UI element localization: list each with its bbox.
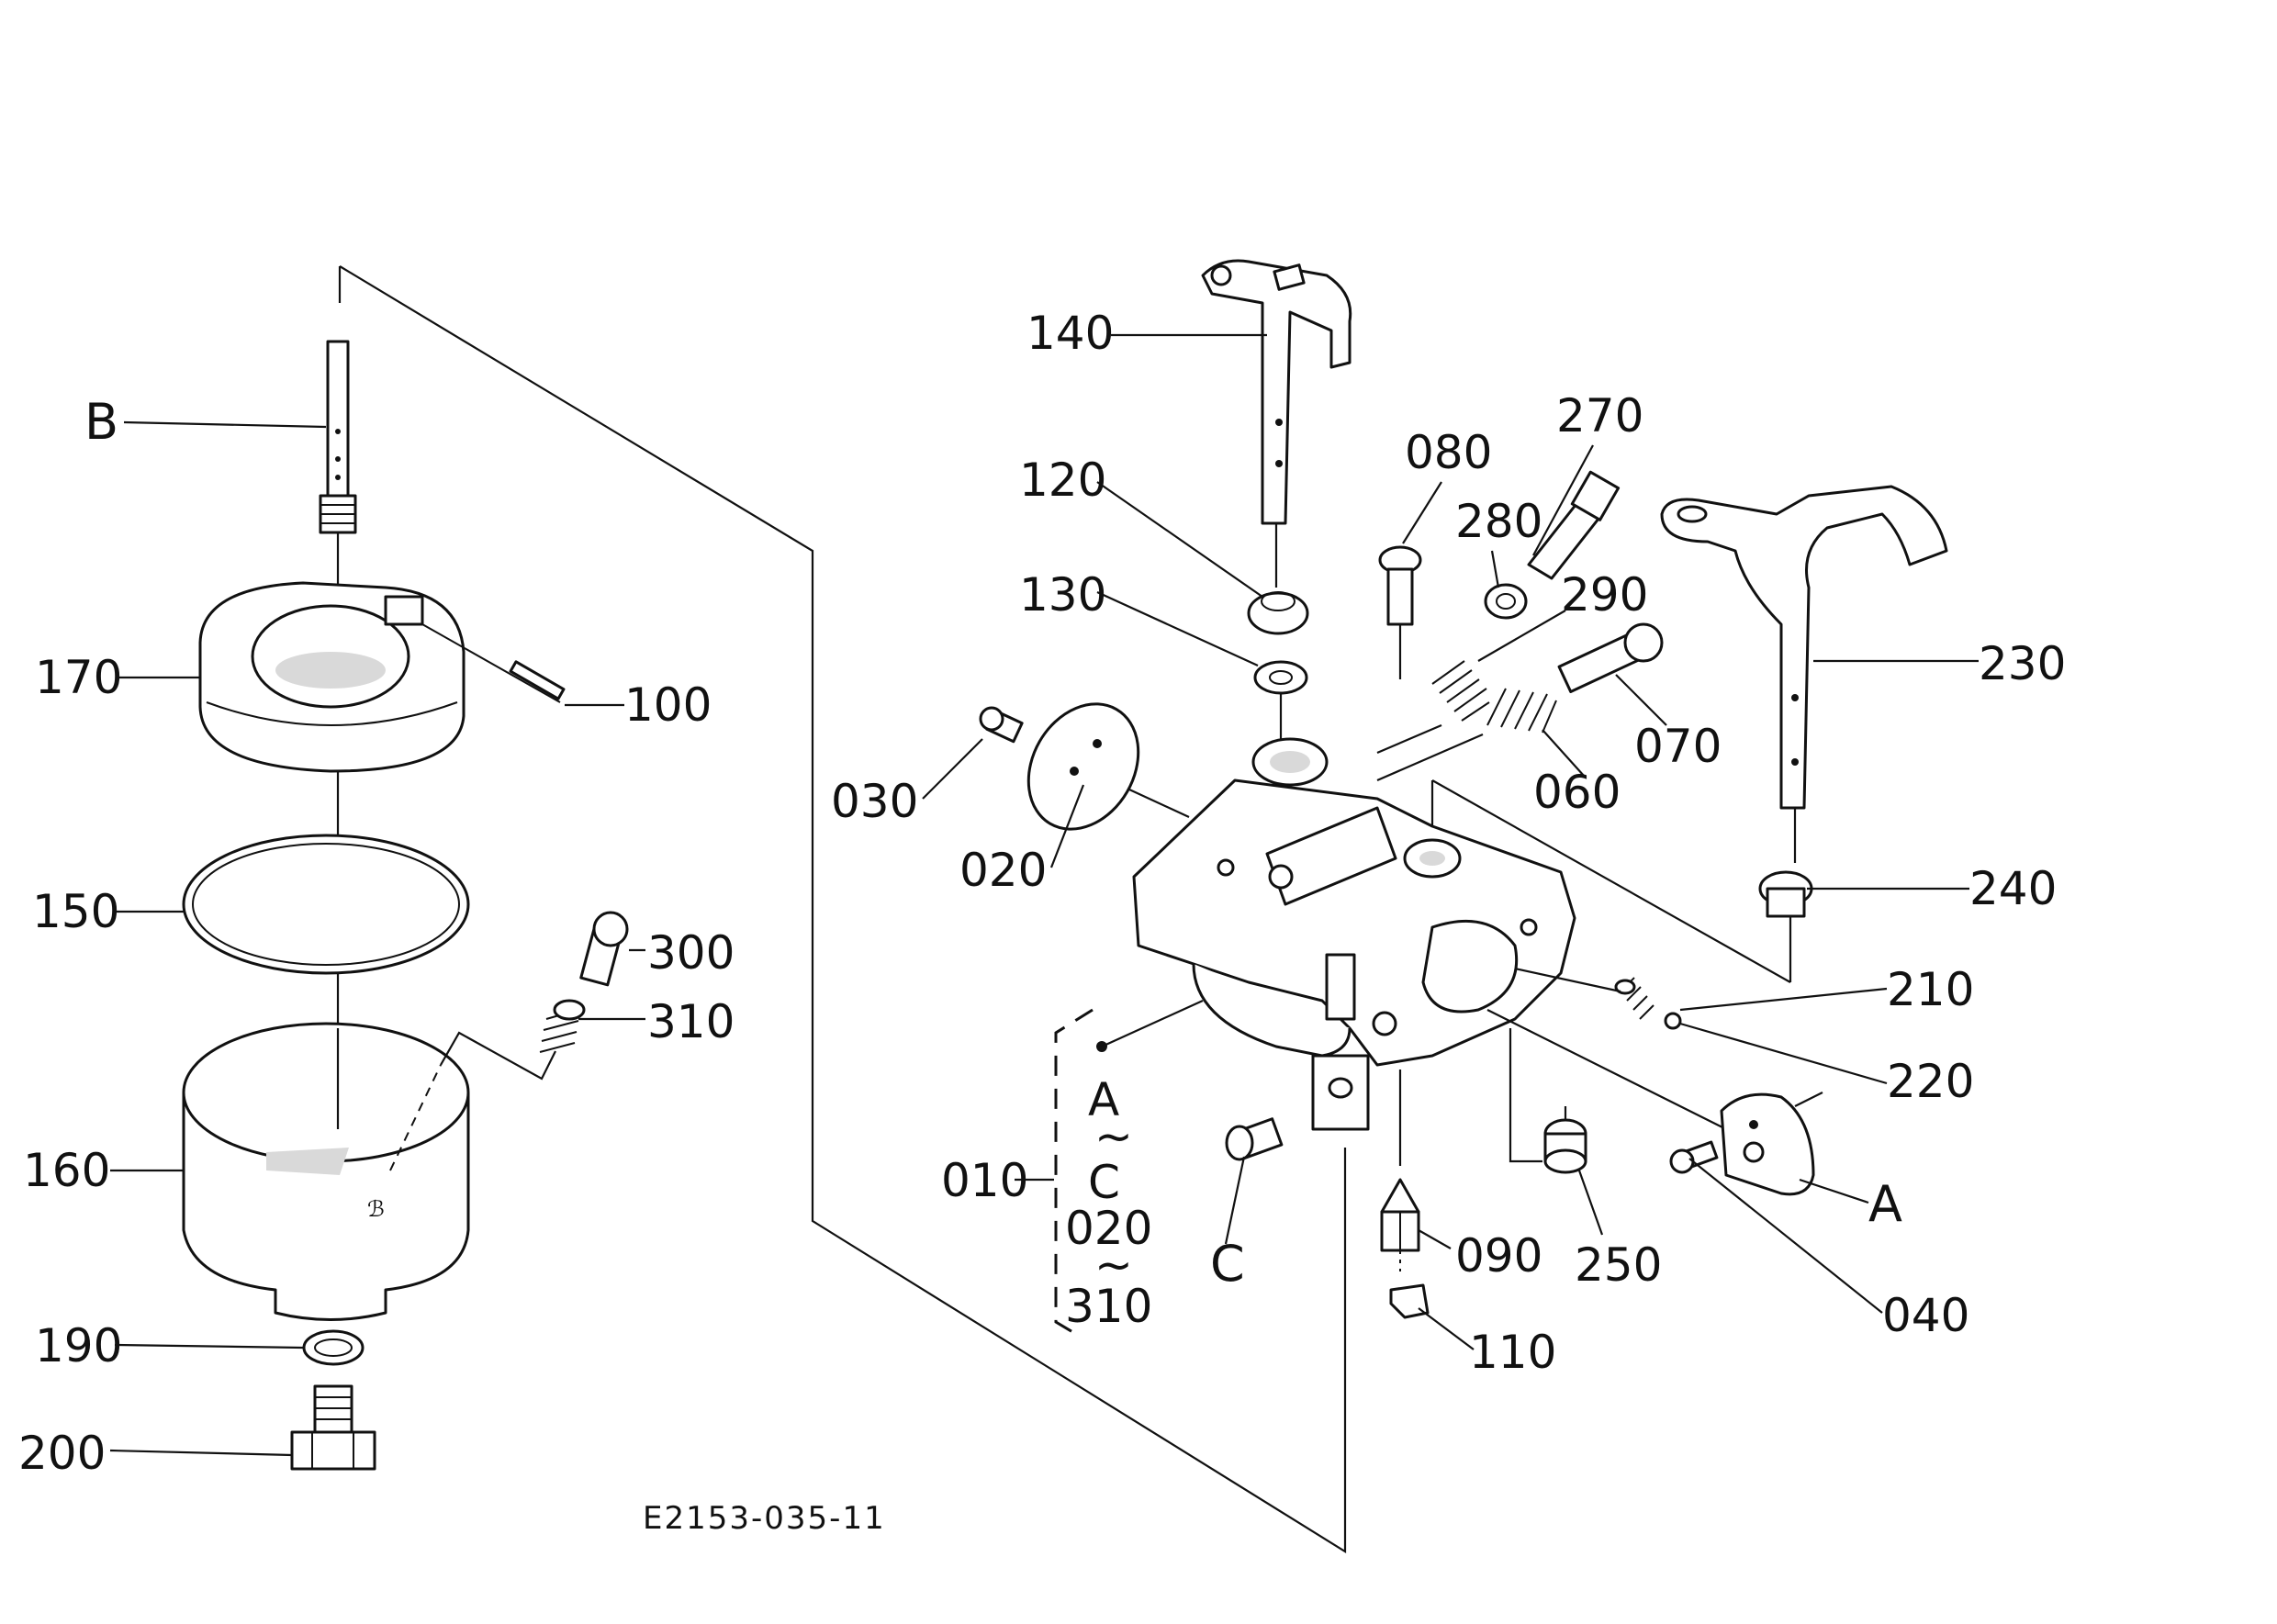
screw-part-040 xyxy=(1669,1140,1719,1174)
range-to-1: C xyxy=(1088,1156,1120,1209)
callout-200: 200 xyxy=(18,1427,106,1480)
callout-220: 220 xyxy=(1887,1055,1974,1108)
callout-310: 310 xyxy=(647,995,735,1048)
carburetor-body xyxy=(1132,737,1576,1131)
float-pin-part xyxy=(421,623,566,703)
spring-part-060 xyxy=(1486,688,1557,734)
callout-060: 060 xyxy=(1533,766,1621,819)
washer-part-120 xyxy=(1247,591,1309,635)
svg-text:ℬ: ℬ xyxy=(367,1196,385,1222)
spring-part-210 xyxy=(1614,977,1654,1020)
idle-screw-part-270 xyxy=(1527,470,1621,580)
adjust-screw-part-070 xyxy=(1557,622,1664,693)
screw-part-030 xyxy=(979,706,1024,744)
throttle-shaft-part-140 xyxy=(1201,259,1352,525)
callout-160: 160 xyxy=(23,1144,110,1197)
washer-part xyxy=(302,1329,365,1366)
gasket-ring-part xyxy=(182,834,470,975)
range-tilde-2: ~ xyxy=(1094,1238,1133,1292)
washer-part-280 xyxy=(1484,583,1528,620)
range-to-2: 310 xyxy=(1065,1280,1152,1333)
callout-110: 110 xyxy=(1469,1326,1556,1379)
callout-210: 210 xyxy=(1887,963,1974,1016)
choke-shaft-part-230 xyxy=(1660,485,1948,810)
callout-240: 240 xyxy=(1969,862,2057,915)
main-jet-screw-part xyxy=(1225,1117,1284,1161)
callout-a-right: A xyxy=(1868,1175,1902,1233)
callout-130: 130 xyxy=(1019,568,1106,622)
drawing-code: E2153-035-11 xyxy=(643,1500,886,1537)
clip-part-110 xyxy=(1389,1283,1430,1319)
spring-part-290 xyxy=(1376,660,1490,755)
seal-part-240 xyxy=(1758,870,1813,918)
callout-120: 120 xyxy=(1019,454,1106,507)
callout-100: 100 xyxy=(624,678,712,732)
callout-030: 030 xyxy=(831,775,918,828)
seal-part-130 xyxy=(1253,660,1308,695)
throttle-plate-part-020 xyxy=(1026,702,1140,831)
callout-250: 250 xyxy=(1575,1238,1662,1292)
range-from-1: A xyxy=(1088,1073,1119,1126)
callout-090: 090 xyxy=(1455,1229,1542,1282)
callout-140: 140 xyxy=(1026,307,1114,360)
callout-010: 010 xyxy=(941,1154,1028,1207)
main-nozzle-part xyxy=(319,340,357,534)
pilot-screw-part-080 xyxy=(1378,545,1422,626)
leader-lines xyxy=(109,333,1979,1457)
ball-part-220 xyxy=(1664,1012,1682,1030)
callout-230: 230 xyxy=(1979,637,2066,690)
callout-070: 070 xyxy=(1634,720,1722,773)
range-group: A ~ C 020 ~ 310 xyxy=(1065,1073,1152,1333)
callout-270: 270 xyxy=(1556,389,1643,442)
drain-spring-part xyxy=(539,999,586,1053)
callout-300: 300 xyxy=(647,926,735,980)
callout-c: C xyxy=(1210,1235,1245,1293)
callout-170: 170 xyxy=(35,651,122,704)
callout-080: 080 xyxy=(1405,426,1492,479)
drain-screw-part xyxy=(579,911,629,987)
callout-labels: 140 120 130 030 020 080 270 280 290 070 … xyxy=(18,307,2066,1480)
bowl-bolt-part xyxy=(290,1384,376,1471)
cap-part-250 xyxy=(1543,1118,1587,1174)
callout-b: B xyxy=(84,393,118,451)
needle-valve-part-090 xyxy=(1380,1178,1420,1252)
callout-150: 150 xyxy=(32,885,119,938)
callout-040: 040 xyxy=(1882,1289,1969,1342)
callout-290: 290 xyxy=(1561,568,1648,622)
choke-plate-part xyxy=(1720,1092,1815,1196)
range-tilde-1: ~ xyxy=(1094,1110,1133,1163)
range-from-2: 020 xyxy=(1065,1202,1152,1255)
float-part xyxy=(198,581,465,773)
callout-020: 020 xyxy=(959,844,1047,897)
callout-190: 190 xyxy=(35,1319,122,1372)
float-bowl-assembly: ℬ xyxy=(182,340,629,1471)
float-bowl-part: ℬ xyxy=(182,1022,470,1321)
callout-280: 280 xyxy=(1455,495,1542,548)
